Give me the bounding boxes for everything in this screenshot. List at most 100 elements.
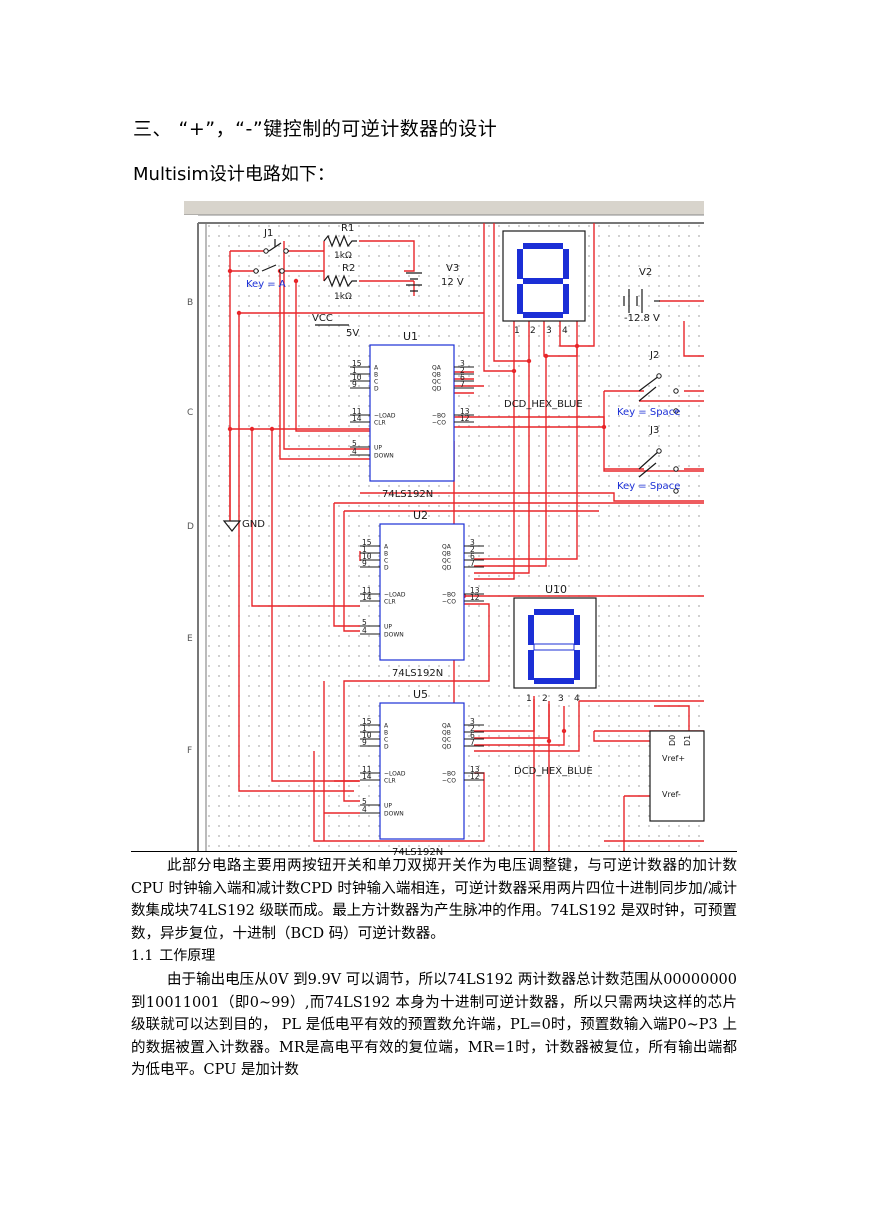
chip-pin-number: 5 [352,439,357,448]
row-letter: B [187,298,193,308]
chip-pin-label: QA [432,365,442,372]
chip-pin-label: DOWN [384,632,404,639]
chip-pin-number: 10 [362,731,372,740]
chip-pin-number: 14 [352,414,362,423]
chip-pin-number: 10 [352,373,362,382]
resistor-r2 [323,274,357,288]
chip-pin-label: CLR [384,599,396,606]
chip-pin-label: QC [442,737,451,744]
label-vcc-value: 5V [346,328,359,339]
chip-part: 74LS192N [392,668,443,679]
chip-pin-number: 2 [470,724,475,733]
label-j2: J2 [649,350,659,361]
chip-pin-number: 4 [362,805,367,814]
paragraph: 此部分电路主要用两按钮开关和单刀双掷开关作为电压调整键，与可逆计数器的加计数CP… [131,858,737,942]
chip-pin-label: ~CO [432,420,446,427]
chip-pin-label: D [384,565,389,572]
chip-pin-label: QC [432,379,441,386]
chip-pin-label: A [384,723,389,730]
chip-pin-label: D [384,744,389,751]
chip-pin-label: ~BO [442,592,456,599]
chip-pin-number: 6 [470,731,475,740]
chip-pin-label: ~BO [442,771,456,778]
display-pin: 4 [574,694,580,704]
adc-block: Vref+ Vref- D0 D1 [649,730,705,822]
chip-name: U5 [413,688,428,701]
chip-pin-number: 3 [470,538,475,547]
section-heading: 三、 “+”，“-”键控制的可逆计数器的设计 [133,118,498,140]
label-j1: J1 [263,228,273,239]
chip-pin-label: ~LOAD [374,413,396,420]
chip-pin-label: QC [442,558,451,565]
chip-pin-number: 1 [352,366,357,375]
label-r1: R1 [341,223,354,234]
chip-pin-number: 4 [352,447,357,456]
chip-pin-label: C [384,737,388,744]
label-v3-value: 12 V [441,277,464,288]
chip-pin-label: D [374,386,379,393]
chip-pin-number: 6 [470,552,475,561]
chip-pin-label: QD [442,565,452,572]
svg-text:D1: D1 [683,735,692,746]
chip-part: 74LS192N [392,847,443,858]
row-letter: D [187,522,194,532]
chip-pin-number: 13 [460,407,470,416]
figure-caption: Multisim设计电路如下： [133,164,335,185]
chip-pin-number: 12 [460,414,470,423]
row-letter: C [187,408,193,418]
seven-segment-display-u10 [513,597,597,689]
chip-pin-label: ~LOAD [384,592,406,599]
circuit-schematic: B C D E F [184,201,705,858]
display-pin: 2 [542,694,548,704]
label-dcd-hex-1: DCD_HEX_BLUE [504,399,583,410]
chip-pin-label: CLR [384,778,396,785]
chip-pin-label: QB [442,730,451,737]
display-pin: 3 [546,326,552,336]
label-dcd-hex-2: DCD_HEX_BLUE [514,766,593,777]
chip-pin-label: QD [432,386,442,393]
chip-pin-number: 2 [460,366,465,375]
label-key-space-1: Key = Space [617,407,680,418]
label-vcc: VCC [312,313,333,324]
label-r1-value: 1kΩ [334,251,352,261]
chip-pin-number: 14 [362,772,372,781]
chip-pin-number: 1 [362,545,367,554]
chip-pin-label: DOWN [384,811,404,818]
chip-pin-number: 3 [460,359,465,368]
chip-pin-label: QB [432,372,441,379]
chip-pin-number: 9 [362,738,367,747]
chip-pin-label: B [384,730,388,737]
chip-pin-number: 5 [362,797,367,806]
row-letter: E [187,634,193,644]
chip-pin-number: 1 [362,724,367,733]
chip-pin-number: 9 [362,559,367,568]
label-v2-value: -12.8 V [624,313,660,324]
chip-pin-number: 13 [470,765,480,774]
section-title-text: 工作原理 [159,948,216,964]
gnd-symbol [222,520,242,532]
chip-pin-number: 10 [362,552,372,561]
display-pin: 1 [514,326,520,336]
label-r2-value: 1kΩ [334,292,352,302]
chip-pin-label: ~LOAD [384,771,406,778]
figure-divider [131,851,737,852]
paragraph: 由于输出电压从0V 到9.9V 可以调节，所以74LS192 两计数器总计数范围… [131,972,737,1078]
chip-pin-label: A [384,544,389,551]
chip-pin-number: 15 [362,538,372,547]
chip-pin-label: A [374,365,379,372]
chip-pin-label: ~CO [442,599,456,606]
chip-pin-number: 11 [362,765,372,774]
chip-pin-number: 7 [460,380,465,389]
chip-pin-number: 3 [470,717,475,726]
chip-pin-label: UP [384,624,392,631]
chip-pin-number: 7 [470,738,475,747]
chip-pin-label: C [384,558,388,565]
label-v2: V2 [639,267,652,278]
chip-pin-number: 15 [362,717,372,726]
svg-text:Vref+: Vref+ [662,754,685,763]
svg-text:D0: D0 [668,735,677,746]
switch-j3 [638,450,660,478]
